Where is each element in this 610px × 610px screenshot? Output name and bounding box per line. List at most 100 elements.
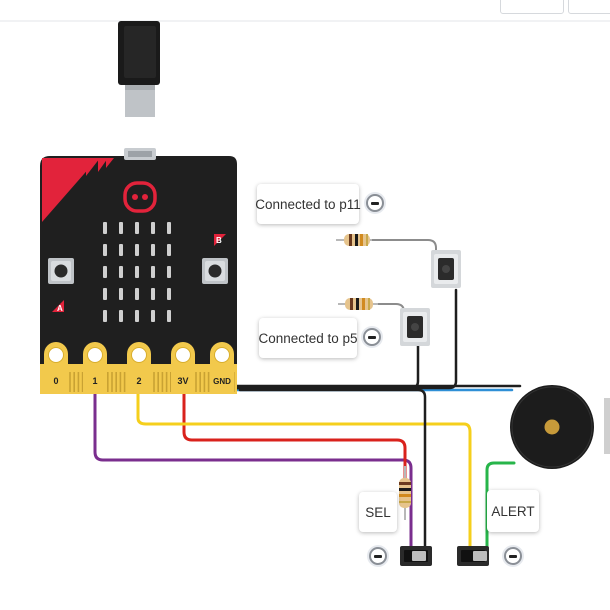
logo-touch bbox=[123, 181, 157, 213]
usb-cable bbox=[118, 21, 160, 117]
led-1-3 bbox=[151, 244, 155, 256]
led-1-0 bbox=[103, 244, 107, 256]
note-connected-p5[interactable]: Connected to p5 bbox=[258, 318, 358, 358]
led-3-3 bbox=[151, 288, 155, 300]
pin-label-0: 0 bbox=[53, 376, 58, 386]
note-connected-p11[interactable]: Connected to p11 bbox=[255, 184, 361, 224]
led-1-1 bbox=[119, 244, 123, 256]
edge-stripe bbox=[119, 372, 122, 392]
led-4-2 bbox=[135, 310, 139, 322]
edge-stripe bbox=[165, 372, 168, 392]
edge-stripe bbox=[153, 372, 155, 392]
edge-stripe bbox=[199, 372, 201, 392]
led-2-4 bbox=[167, 266, 171, 278]
edge-stripe bbox=[107, 372, 109, 392]
note-sel[interactable]: SEL bbox=[359, 492, 397, 532]
board-red-accent-3 bbox=[106, 158, 114, 168]
logo-eye-right bbox=[142, 194, 148, 200]
pin-label-gnd: GND bbox=[213, 377, 231, 386]
wire-black-p5 bbox=[220, 343, 420, 390]
wire-red-3v bbox=[182, 378, 407, 486]
toolbar-button-right[interactable] bbox=[568, 0, 610, 14]
resistor-sel[interactable] bbox=[399, 466, 411, 520]
led-2-2 bbox=[135, 266, 139, 278]
resistor-p5[interactable] bbox=[338, 298, 378, 310]
button-a-label: A bbox=[57, 304, 63, 313]
slide-switch-sel[interactable] bbox=[400, 546, 432, 566]
logo-eye-left bbox=[132, 194, 138, 200]
edge-stripe bbox=[170, 372, 172, 392]
edge-stripe bbox=[195, 372, 197, 392]
pin-pads bbox=[44, 342, 234, 392]
pushbutton-p11[interactable] bbox=[431, 250, 461, 288]
led-0-1 bbox=[119, 222, 123, 234]
collapse-note-p11-icon[interactable] bbox=[366, 194, 384, 212]
led-0-0 bbox=[103, 222, 107, 234]
led-0-3 bbox=[151, 222, 155, 234]
led-4-1 bbox=[119, 310, 123, 322]
wires bbox=[93, 239, 522, 557]
edge-stripe bbox=[77, 372, 80, 392]
button-b[interactable] bbox=[202, 258, 228, 284]
wire-gray-p11 bbox=[369, 239, 437, 259]
usb-port-inner bbox=[128, 151, 152, 157]
slide-switch-alert[interactable] bbox=[457, 546, 489, 566]
button-b-label: B bbox=[216, 236, 222, 245]
edge-stripe bbox=[111, 372, 113, 392]
led-1-2 bbox=[135, 244, 139, 256]
resistor-p11[interactable] bbox=[336, 234, 372, 246]
pin-label-1: 1 bbox=[92, 376, 97, 386]
note-connected-p11-text: Connected to p11 bbox=[255, 196, 361, 212]
wire-gray-p5 bbox=[376, 303, 405, 319]
wire-yellow-pin2 bbox=[136, 378, 472, 554]
edge-stripe bbox=[161, 372, 164, 392]
led-3-0 bbox=[103, 288, 107, 300]
led-matrix bbox=[103, 222, 171, 322]
button-a-arrow bbox=[52, 300, 64, 312]
board-red-accent-large bbox=[42, 158, 98, 222]
edge-stripe bbox=[203, 372, 206, 392]
wire-black-slide-left bbox=[238, 388, 427, 557]
led-3-4 bbox=[167, 288, 171, 300]
pin-gnd-pad[interactable] bbox=[210, 342, 234, 392]
led-2-1 bbox=[119, 266, 123, 278]
pin-3v-pad[interactable] bbox=[171, 342, 195, 392]
button-b-arrow bbox=[214, 234, 226, 246]
board-red-accent-2 bbox=[98, 158, 108, 172]
toolbar-button-left[interactable] bbox=[500, 0, 564, 14]
collapse-note-p5-icon[interactable] bbox=[363, 328, 381, 346]
led-0-2 bbox=[135, 222, 139, 234]
wire-purple-pin1 bbox=[93, 378, 413, 557]
led-1-4 bbox=[167, 244, 171, 256]
pin-1-pad[interactable] bbox=[83, 342, 107, 392]
led-2-0 bbox=[103, 266, 107, 278]
pin-label-2: 2 bbox=[136, 376, 141, 386]
collapse-note-alert-icon[interactable] bbox=[504, 547, 522, 565]
note-connected-p5-text: Connected to p5 bbox=[258, 330, 358, 346]
led-3-2 bbox=[135, 288, 139, 300]
pin-labels: 0 1 2 3V GND bbox=[53, 376, 231, 386]
pin-0-pad[interactable] bbox=[44, 342, 68, 392]
piezo-buzzer[interactable] bbox=[510, 385, 610, 469]
note-alert[interactable]: ALERT bbox=[487, 490, 539, 532]
led-4-4 bbox=[167, 310, 171, 322]
led-0-4 bbox=[167, 222, 171, 234]
edge-stripe bbox=[69, 372, 71, 392]
board-red-accent-1 bbox=[86, 158, 100, 176]
note-sel-text: SEL bbox=[365, 504, 391, 520]
led-2-3 bbox=[151, 266, 155, 278]
edge-stripe bbox=[115, 372, 117, 392]
button-a[interactable] bbox=[48, 258, 74, 284]
edge-stripe bbox=[123, 372, 126, 392]
led-4-0 bbox=[103, 310, 107, 322]
wire-green-buzzer bbox=[485, 461, 516, 554]
note-alert-text: ALERT bbox=[491, 503, 535, 519]
edge-stripe bbox=[207, 372, 210, 392]
edge-stripe bbox=[157, 372, 159, 392]
collapse-note-sel-icon[interactable] bbox=[369, 547, 387, 565]
pushbutton-p5[interactable] bbox=[400, 308, 430, 346]
pin-2-pad[interactable] bbox=[127, 342, 151, 392]
microbit-board[interactable]: A B 0 1 2 3V GND bbox=[40, 148, 237, 394]
edge-stripe bbox=[81, 372, 84, 392]
